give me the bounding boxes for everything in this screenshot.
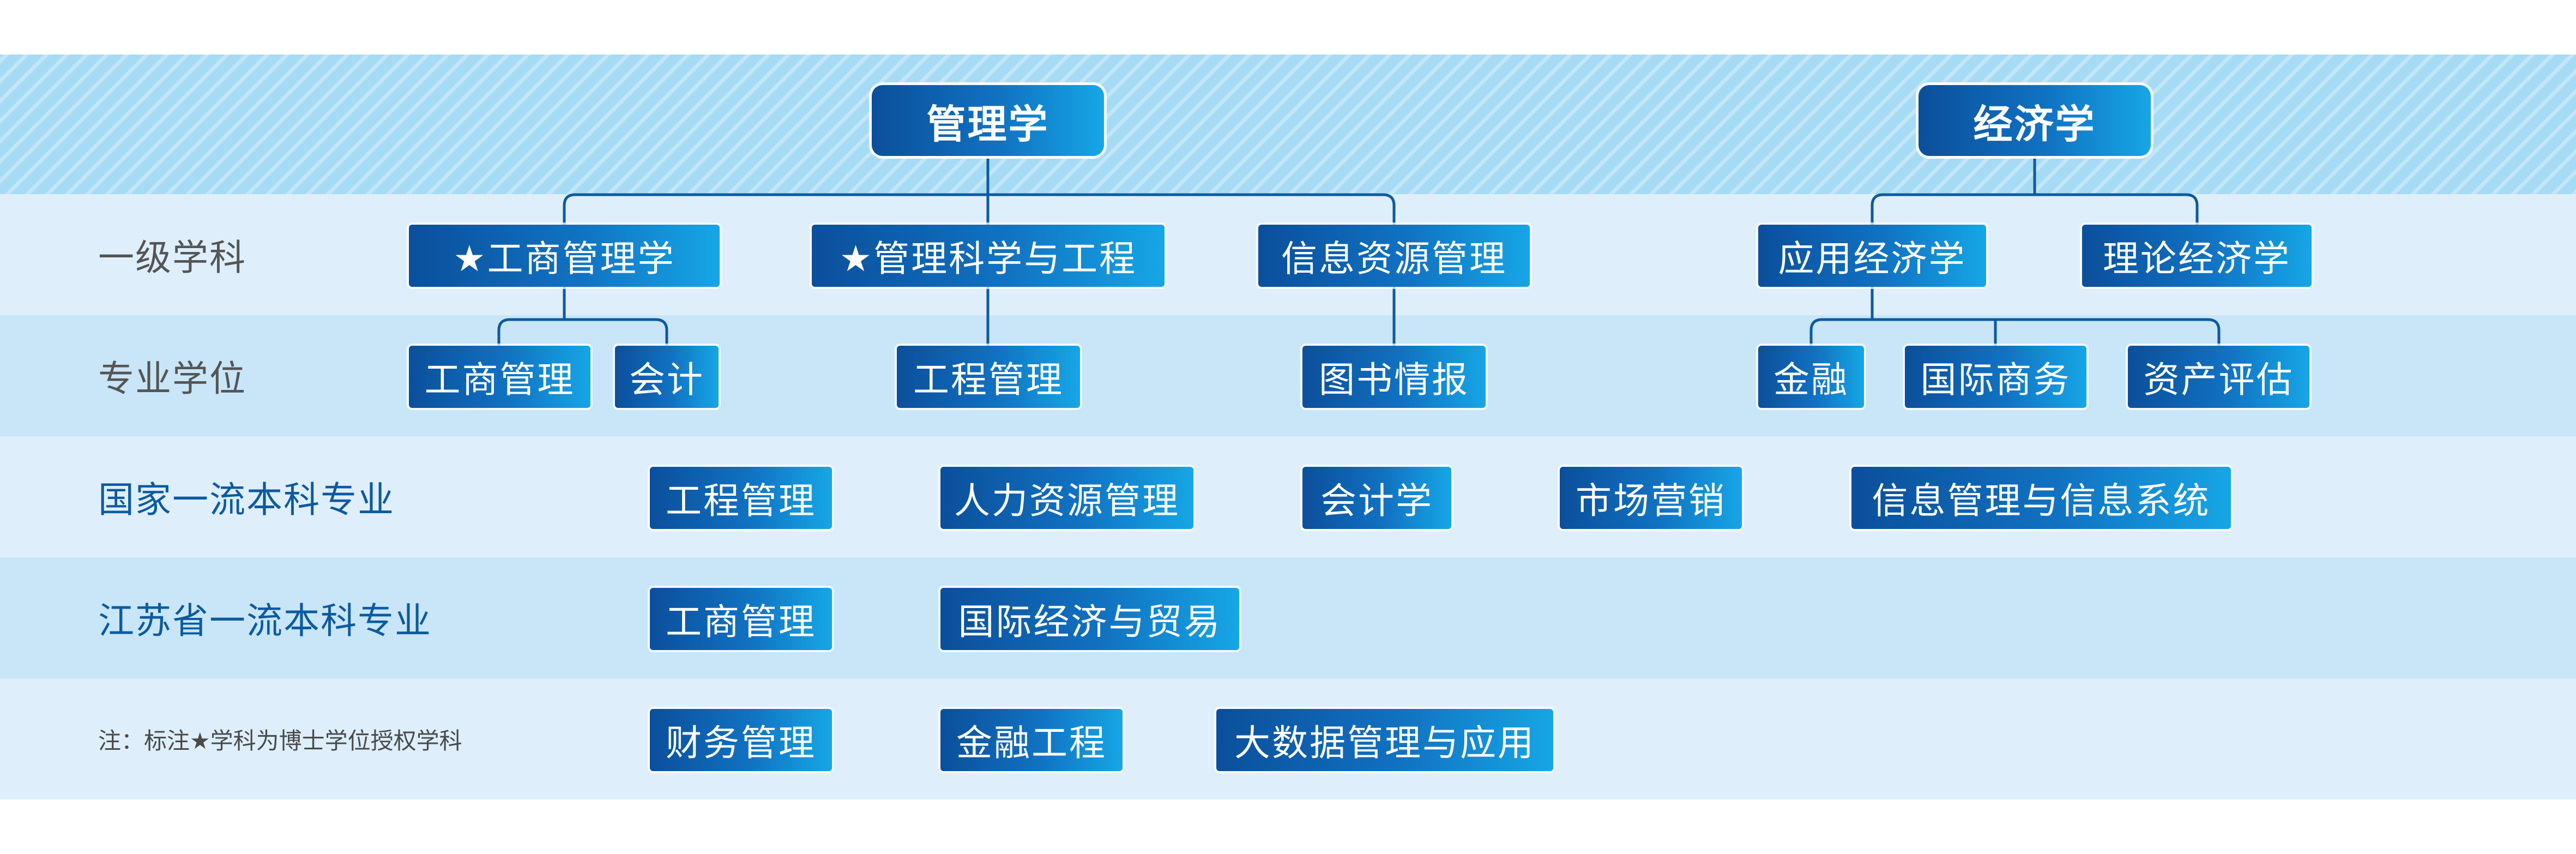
node-first-level-applied-econ: 应用经济学 [1758,225,1986,287]
node-national-major-engineering-management: 工程管理 [650,467,832,529]
header-band [0,55,2576,194]
node-first-level-irm: 信息资源管理 [1258,225,1530,287]
node-major-financial-management: 财务管理 [650,709,832,771]
node-discipline-economics: 经济学 [1919,85,2151,156]
node-degree-finance: 金融 [1758,346,1864,408]
row-label-first-level: 一级学科 [98,237,246,279]
node-first-level-business-admin: ★工商管理学 [409,225,720,287]
node-degree-accounting: 会计 [615,346,719,408]
node-major-financial-engineering: 金融工程 [940,709,1123,771]
node-first-level-mse: ★管理科学与工程 [812,225,1165,287]
node-national-major-human-resources: 人力资源管理 [940,467,1193,529]
node-discipline-management: 管理学 [872,85,1104,156]
node-national-major-accounting: 会计学 [1302,467,1451,529]
node-jiangsu-major-international-trade: 国际经济与贸易 [940,588,1239,650]
row-label-jiangsu: 江苏省一流本科专业 [98,600,432,642]
node-degree-library-info: 图书情报 [1302,346,1486,408]
node-national-major-information-systems: 信息管理与信息系统 [1851,467,2231,529]
row-label-national: 国家一流本科专业 [98,479,395,521]
node-jiangsu-major-business-admin: 工商管理 [650,588,832,650]
node-national-major-marketing: 市场营销 [1560,467,1742,529]
node-major-big-data-management: 大数据管理与应用 [1216,709,1553,771]
node-degree-asset-appraisal: 资产评估 [2128,346,2309,408]
node-degree-business-admin: 工商管理 [409,346,590,408]
row-band-jiangsu [0,557,2576,678]
node-first-level-theoretical-econ: 理论经济学 [2082,225,2312,287]
row-label-professional-degree: 专业学位 [98,358,246,400]
node-degree-international-business: 国际商务 [1905,346,2086,408]
node-degree-engineering-management: 工程管理 [897,346,1080,408]
footnote: 注：标注★学科为博士学位授权学科 [98,727,462,754]
